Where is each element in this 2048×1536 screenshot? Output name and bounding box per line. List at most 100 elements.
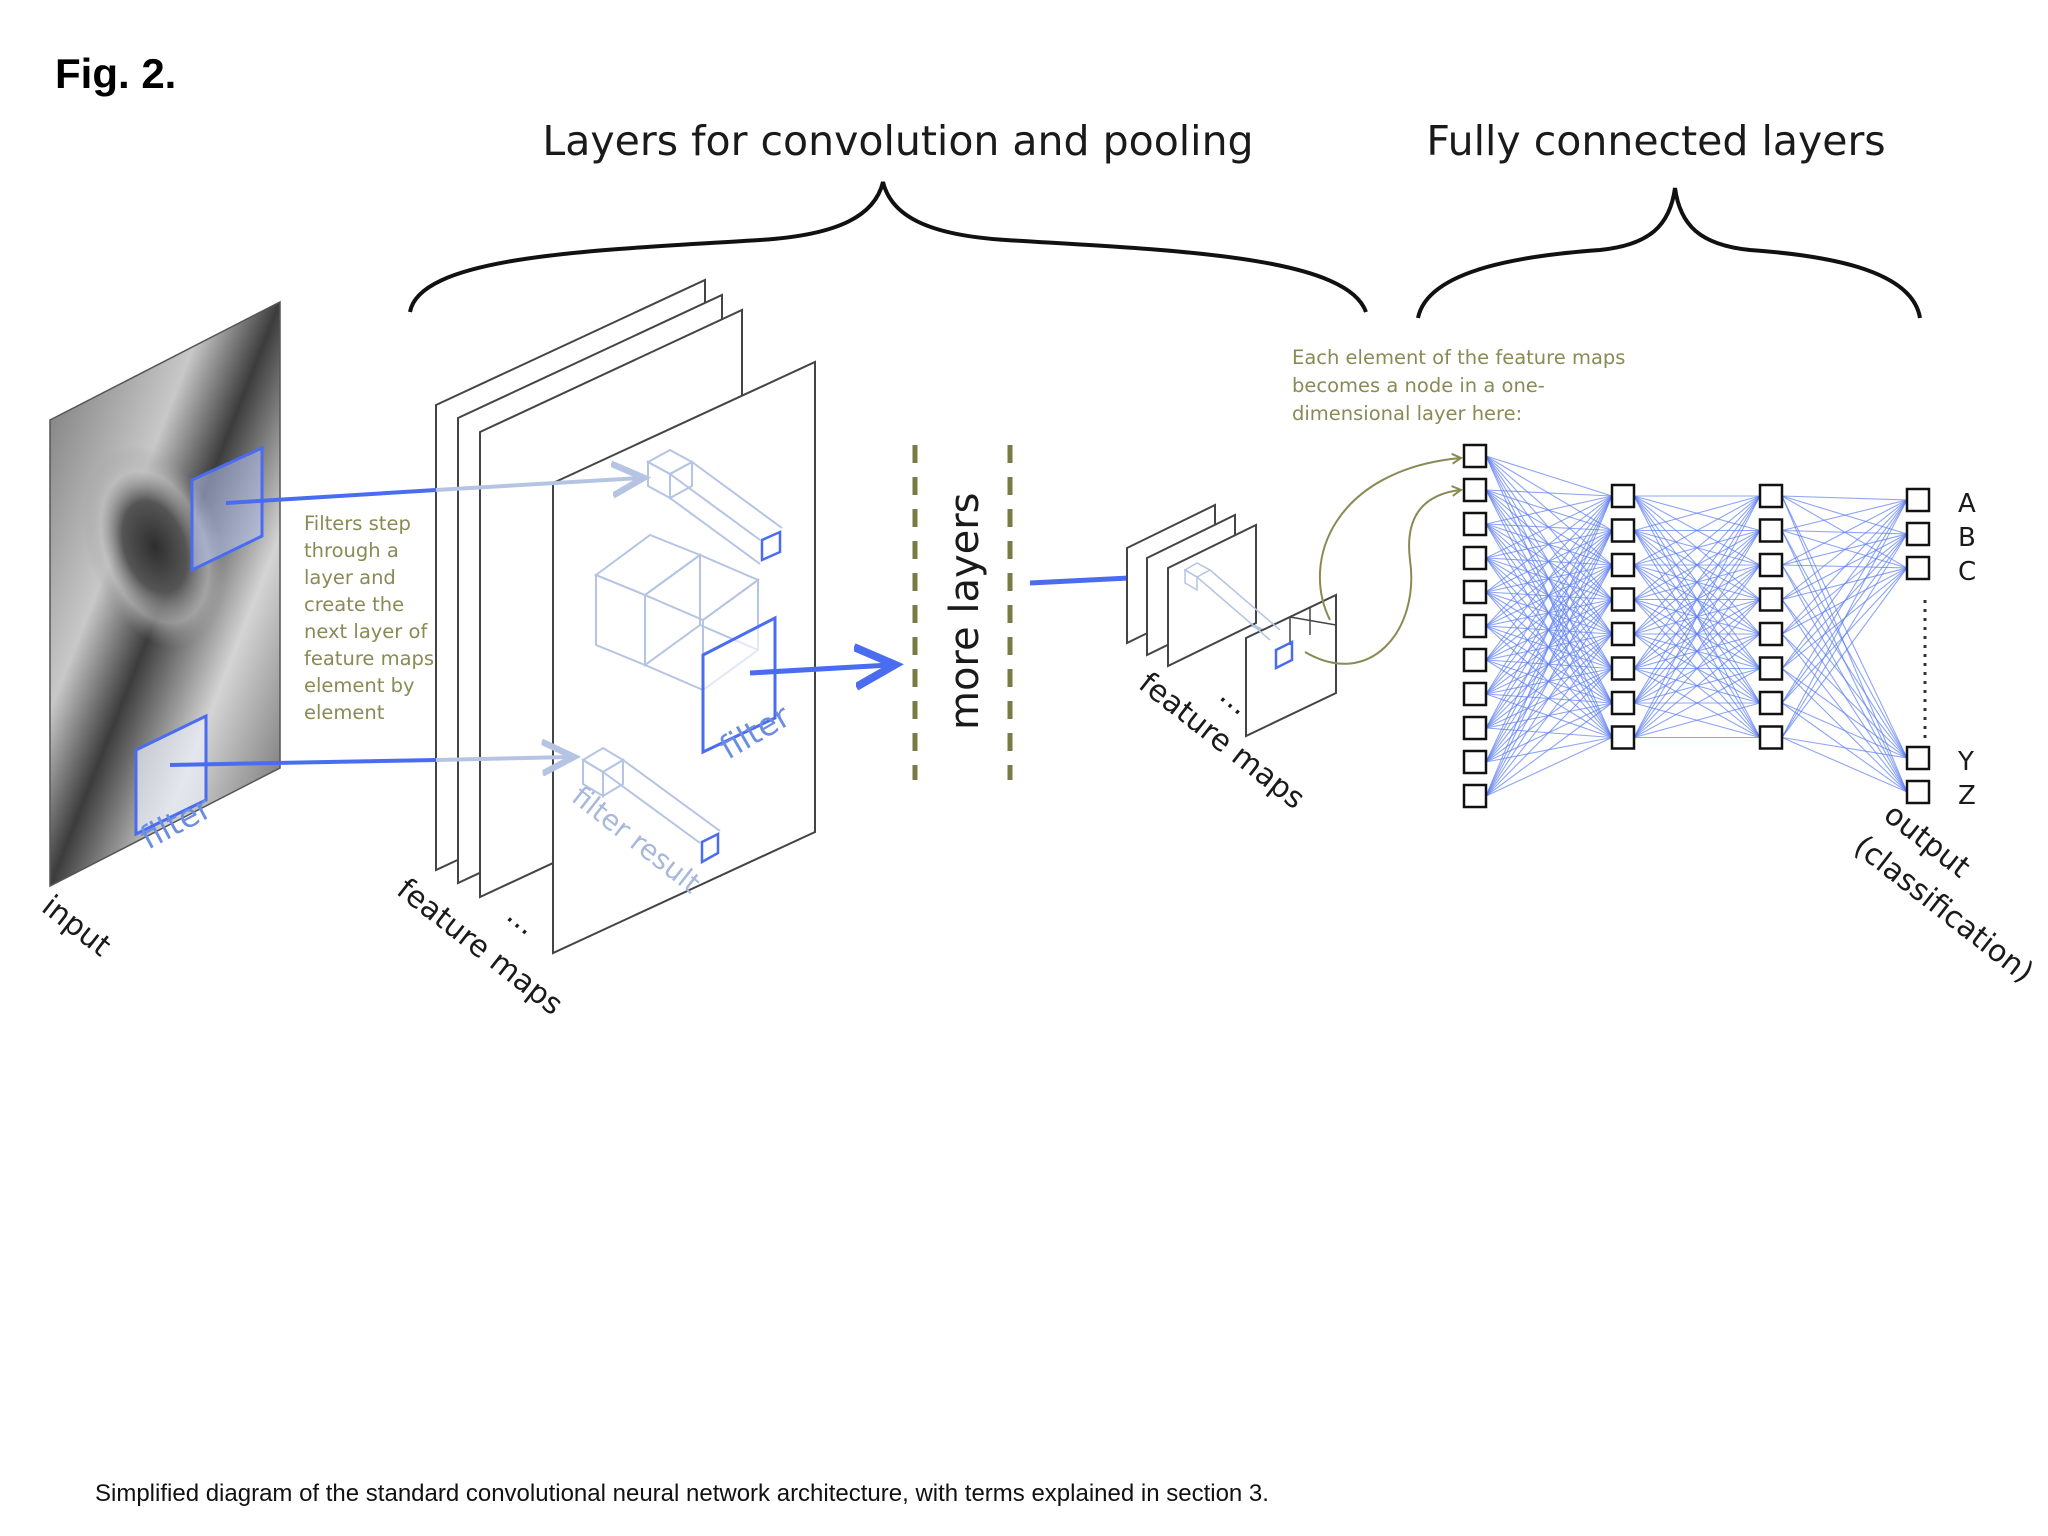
fc-edge: [1633, 702, 1761, 739]
fc-hidden2-node: [1758, 587, 1784, 612]
svg-text:through a: through a: [304, 539, 399, 562]
feature-map-2-cube: [1183, 562, 1281, 641]
fc-edge: [1485, 495, 1613, 661]
fc-edge: [1485, 530, 1613, 797]
output-class-c: C: [1958, 557, 1976, 587]
fc-input-node: [1462, 749, 1488, 775]
fc-edge: [1485, 564, 1613, 797]
fc-edge: [1485, 489, 1613, 497]
fc-edge: [1633, 495, 1761, 704]
fc-edge: [1781, 567, 1908, 738]
fc-hidden2-node: [1758, 725, 1784, 750]
output-class-b: B: [1958, 523, 1976, 553]
arrow-light-bottom: [435, 757, 570, 760]
fc-edge: [1485, 455, 1613, 497]
brace-fully-connected: [1416, 187, 1922, 319]
fc-hidden1-node: [1610, 587, 1636, 612]
fc-edge: [1485, 495, 1613, 695]
output-class-y: Y: [1957, 747, 1974, 777]
svg-text:layer and: layer and: [304, 566, 396, 589]
ellipsis-1: ...: [500, 897, 544, 942]
fc-input-node: [1462, 443, 1488, 469]
fc-edge: [1781, 530, 1908, 759]
olive-arrow-2: [1304, 490, 1460, 665]
fc-edge: [1485, 495, 1613, 525]
fc-edge: [1633, 530, 1761, 738]
svg-text:becomes a node in a one-: becomes a node in a one-: [1292, 374, 1545, 397]
fc-hidden2-node: [1758, 483, 1784, 509]
svg-text:feature maps: feature maps: [304, 647, 434, 670]
header-fully-connected: Fully connected layers: [1426, 117, 1885, 165]
fc-edge: [1781, 495, 1908, 759]
svg-text:Each element of the feature ma: Each element of the feature maps: [1292, 346, 1625, 369]
fc-edge: [1781, 499, 1908, 566]
fc-edge: [1485, 495, 1613, 627]
fc-edge: [1633, 495, 1761, 635]
more-layers-label: more layers: [942, 492, 988, 730]
fc-output-node: [1905, 487, 1931, 513]
note-filters-step: Filters step through a layer and create …: [304, 512, 434, 724]
fc-edge: [1633, 564, 1761, 738]
fc-hidden1-node: [1610, 552, 1636, 578]
fc-edge: [1485, 737, 1613, 797]
center-filter-face: [701, 615, 777, 755]
arrow-input-to-maps-top: [225, 488, 437, 505]
fc-edge: [1633, 495, 1761, 738]
output-class-z: Z: [1958, 781, 1976, 811]
fc-edge: [1633, 633, 1761, 738]
fc-edge: [1781, 499, 1908, 532]
fc-hidden2-node: [1758, 621, 1784, 647]
fc-edge: [1781, 564, 1908, 759]
fc-hidden2-node: [1758, 690, 1784, 716]
fc-input-node: [1462, 579, 1488, 605]
fc-edge: [1485, 495, 1613, 763]
brace-conv-pool: [408, 181, 1368, 313]
fc-edge: [1633, 599, 1761, 738]
input-filter-top: [190, 445, 264, 573]
arrow-light-top: [435, 478, 640, 490]
fc-input-node: [1462, 783, 1488, 809]
fc-output-node: [1905, 555, 1931, 581]
fc-output-node: [1905, 745, 1931, 771]
input-label: input: [35, 889, 118, 964]
svg-text:dimensional layer here:: dimensional layer here:: [1292, 402, 1522, 425]
svg-text:element by: element by: [304, 674, 415, 697]
fc-edge: [1633, 495, 1761, 600]
figure-caption: Simplified diagram of the standard convo…: [95, 1480, 1269, 1507]
fc-hidden2-node: [1758, 518, 1784, 543]
figure-label: Fig. 2.: [55, 50, 177, 97]
fc-input-node: [1462, 681, 1488, 707]
fc-edge: [1485, 495, 1613, 729]
fc-edge: [1485, 599, 1613, 797]
svg-text:next layer of: next layer of: [304, 620, 428, 643]
fc-edge: [1781, 702, 1908, 759]
filter-result-cube-top: [645, 448, 783, 565]
feature-map-2-cell: [1274, 639, 1294, 671]
fc-edge: [1633, 495, 1761, 566]
svg-text:Filters step: Filters step: [304, 512, 411, 535]
fc-output-node: [1905, 779, 1931, 805]
fc-input-node: [1462, 477, 1488, 503]
fc-hidden1-node: [1610, 483, 1636, 509]
fc-edge: [1781, 633, 1908, 759]
fc-input-node: [1462, 647, 1488, 673]
fc-edge: [1485, 495, 1613, 593]
fc-edge: [1485, 702, 1613, 797]
fc-edge: [1633, 668, 1761, 738]
fc-input-node: [1462, 715, 1488, 741]
svg-text:element: element: [304, 701, 385, 724]
fully-connected-nodes: [1462, 443, 1931, 809]
fc-hidden1-node: [1610, 621, 1636, 647]
fc-edge: [1781, 495, 1908, 501]
arrow-filter-to-more: [749, 665, 890, 673]
fc-hidden2-node: [1758, 552, 1784, 578]
feature-map-stack-2: [1126, 503, 1337, 738]
fc-hidden2-node: [1758, 656, 1784, 681]
fc-edge: [1781, 499, 1908, 600]
output-class-a: A: [1958, 489, 1976, 519]
fc-edge: [1781, 499, 1908, 669]
olive-arrow-1: [1318, 458, 1460, 621]
fc-edge: [1633, 495, 1761, 532]
fc-input-node: [1462, 613, 1488, 639]
fc-hidden1-node: [1610, 725, 1636, 750]
